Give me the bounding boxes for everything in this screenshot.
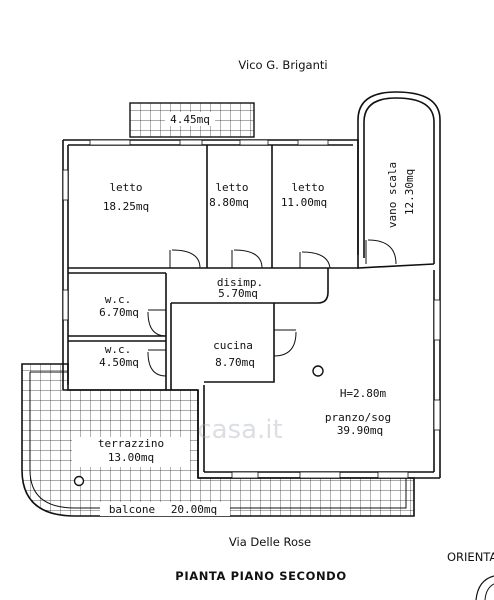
room-balcone: balcone 20.00mq xyxy=(109,503,217,516)
room-letto-1: letto 18.25mq xyxy=(103,181,149,213)
room-name: letto xyxy=(215,181,248,194)
room-name: cucina xyxy=(213,339,253,352)
room-disimp: disimp. 5.70mq xyxy=(217,276,263,300)
drain-icon xyxy=(73,475,85,487)
room-area: 4.50mq xyxy=(99,356,139,369)
room-name: terrazzino xyxy=(98,437,164,450)
compass-icon xyxy=(475,575,494,600)
interior-walls xyxy=(68,145,435,390)
room-name: pranzo/sog xyxy=(325,411,391,424)
room-cucina: cucina 8.70mq xyxy=(213,339,255,369)
room-wc-1: w.c. 6.70mq xyxy=(99,293,139,319)
room-area: 12.30mq xyxy=(403,169,416,215)
room-name: letto xyxy=(109,181,142,194)
room-area: 5.70mq xyxy=(218,287,258,300)
room-area: 8.80mq xyxy=(209,196,249,209)
room-area: 8.70mq xyxy=(215,356,255,369)
light-point-icon xyxy=(312,365,324,377)
room-name: balcone xyxy=(109,503,155,516)
room-letto-2: letto 8.80mq xyxy=(209,181,249,209)
room-terrazzino: terrazzino 13.00mq xyxy=(98,437,164,464)
height-note: H=2.80m xyxy=(340,387,387,400)
room-vano-scala: vano scala 12.30mq xyxy=(386,162,416,228)
room-area: 18.25mq xyxy=(103,200,149,213)
plan-title: PIANTA PIANO SECONDO xyxy=(175,569,346,583)
room-name: letto xyxy=(291,181,324,194)
street-bottom: Via Delle Rose xyxy=(229,535,311,549)
orientation-label: ORIENTAM xyxy=(447,550,494,564)
room-area: 6.70mq xyxy=(99,306,139,319)
building-walls xyxy=(62,91,441,479)
room-area: 11.00mq xyxy=(281,196,327,209)
room-name: vano scala xyxy=(386,162,399,228)
street-top: Vico G. Briganti xyxy=(238,58,327,72)
room-wc-2: w.c. 4.50mq xyxy=(99,343,139,369)
room-pranzo: H=2.80m pranzo/sog 39.90mq xyxy=(325,387,391,437)
balcony-top-area: 4.45mq xyxy=(170,113,210,126)
room-area: 13.00mq xyxy=(108,451,154,464)
room-name: w.c. xyxy=(105,293,132,306)
balcony-top: 4.45mq xyxy=(129,102,255,138)
room-name: disimp. xyxy=(217,276,263,289)
room-letto-3: letto 11.00mq xyxy=(281,181,327,209)
watermark-text: casa.it xyxy=(197,415,282,445)
room-area: 39.90mq xyxy=(337,424,383,437)
room-name: w.c. xyxy=(105,343,132,356)
room-area: 20.00mq xyxy=(171,503,217,516)
